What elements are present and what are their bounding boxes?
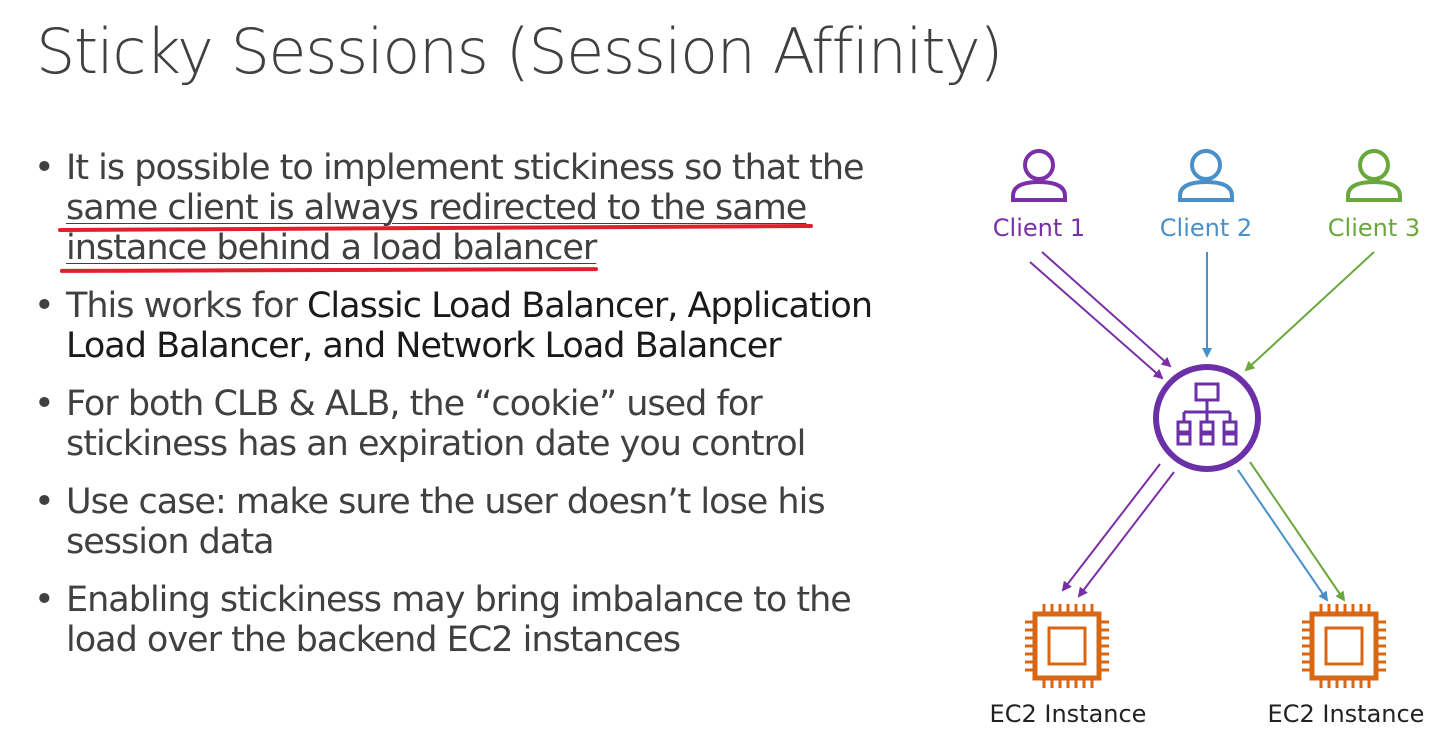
bullet-item-4: Use case: make sure the user doesn’t los… <box>30 482 910 562</box>
slide-title: Sticky Sessions (Session Affinity) <box>36 15 1003 88</box>
bullet-5-text: Enabling stickiness may bring imbalance … <box>66 580 852 660</box>
bullet-item-5: Enabling stickiness may bring imbalance … <box>30 580 910 660</box>
arrow-lb-to-instance-1-a <box>1061 463 1161 592</box>
user-icon-client-1 <box>1011 149 1067 202</box>
arrow-client-1-to-lb-b <box>1041 251 1172 368</box>
arrow-client-1-to-lb-a <box>1029 261 1164 380</box>
bullet-2-text: This works for <box>66 286 307 326</box>
ec2-chip-icon-1 <box>1025 604 1109 688</box>
bullet-list: It is possible to implement stickiness s… <box>30 148 910 678</box>
arrow-lb-to-instance-2-blue <box>1237 469 1329 602</box>
bullet-item-2: This works for Classic Load Balancer, Ap… <box>30 286 910 366</box>
user-icon-client-3 <box>1346 149 1402 202</box>
arrow-lb-to-instance-1-b <box>1077 471 1175 598</box>
bullet-2-emphasis: Classic Load Balancer, Application Load … <box>66 286 873 366</box>
load-balancer-icon <box>1153 364 1261 472</box>
arrow-client-3-to-lb <box>1244 251 1375 372</box>
client-2-label: Client 2 <box>1160 214 1252 242</box>
user-icon-client-2 <box>1178 149 1234 202</box>
ec2-chip-icon-2 <box>1302 604 1386 688</box>
instance-2-label: EC2 Instance <box>1268 700 1425 728</box>
bullet-1-underlined-text: same client is always redirected to the … <box>66 188 807 268</box>
instance-1-label: EC2 Instance <box>990 700 1147 728</box>
client-1-label: Client 1 <box>993 214 1085 242</box>
client-3-label: Client 3 <box>1328 214 1420 242</box>
bullet-1-text: It is possible to implement stickiness s… <box>66 148 865 188</box>
bullet-4-text: Use case: make sure the user doesn’t los… <box>66 482 826 562</box>
bullet-item-3: For both CLB & ALB, the “cookie” used fo… <box>30 384 910 464</box>
arrow-lb-to-instance-2-green <box>1249 461 1346 602</box>
bullet-3-text: For both CLB & ALB, the “cookie” used fo… <box>66 384 806 464</box>
bullet-item-1: It is possible to implement stickiness s… <box>30 148 910 268</box>
